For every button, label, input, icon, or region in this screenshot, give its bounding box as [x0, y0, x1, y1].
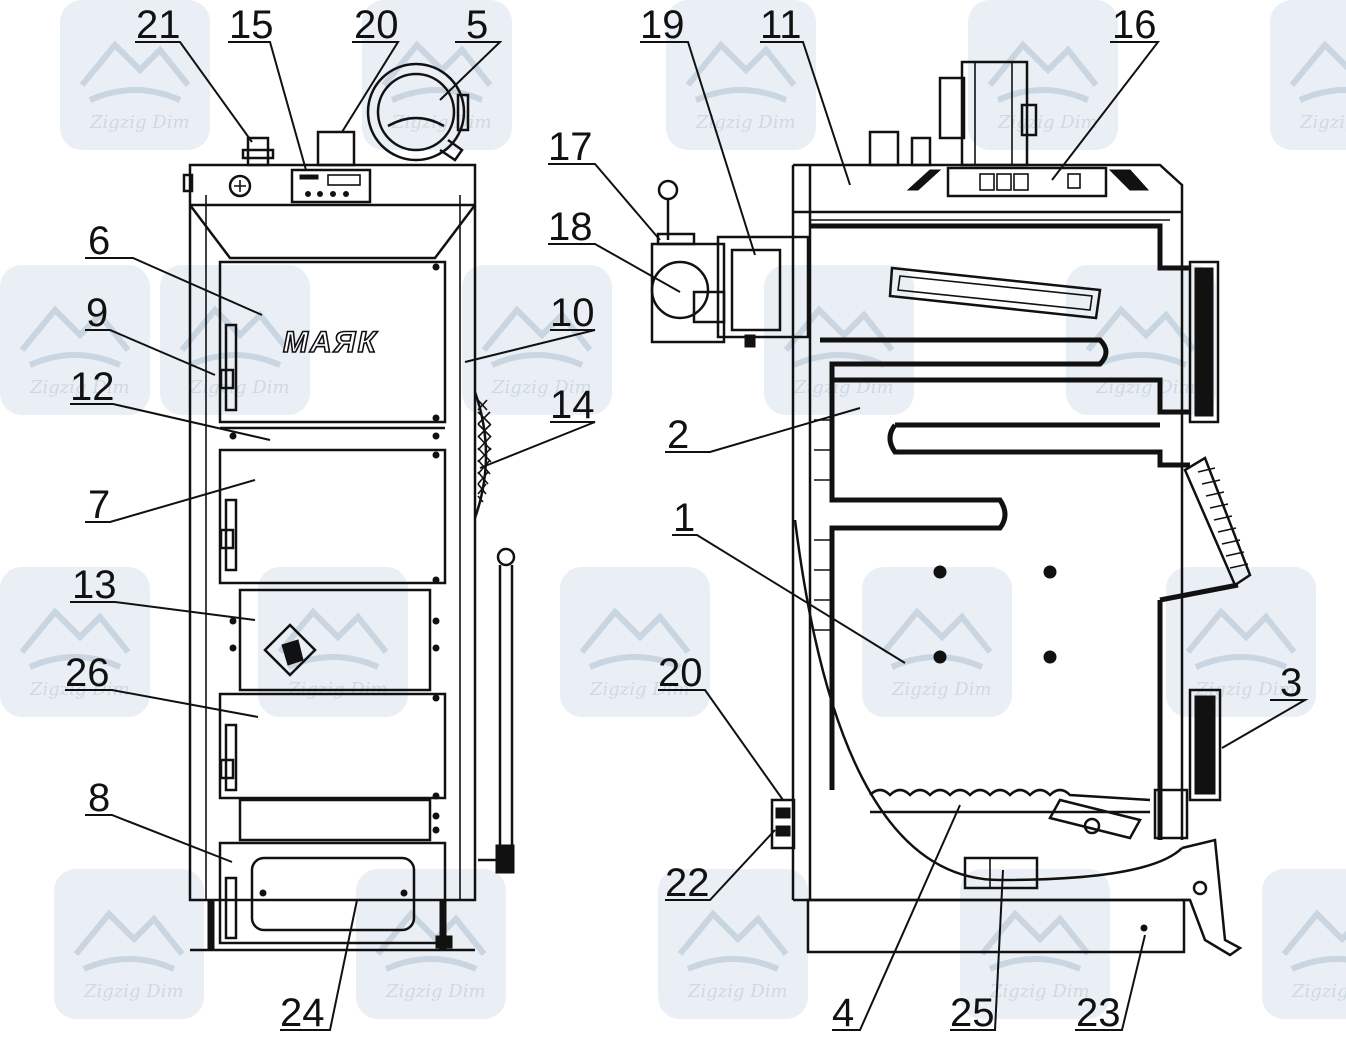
callout-12: 12 — [70, 365, 115, 409]
callout-20-side: 20 — [658, 651, 703, 695]
callout-1: 1 — [673, 496, 695, 540]
watermark-text: Zigzig Dim — [589, 679, 690, 700]
watermark-text: Zigzig Dim — [385, 981, 486, 1002]
callout-24: 24 — [280, 991, 325, 1035]
watermark-tile: Zigzig Dim — [0, 265, 150, 415]
callout-21: 21 — [136, 3, 181, 47]
watermark-tile: Zigzig Dim — [362, 0, 512, 150]
callout-16: 16 — [1112, 3, 1157, 47]
callout-5: 5 — [466, 3, 488, 47]
watermark-text: Zigzig Dim — [989, 981, 1090, 1002]
watermark-text: Zigzig Dim — [1291, 981, 1346, 1002]
watermark-text: Zigzig Dim — [83, 981, 184, 1002]
callout-13: 13 — [72, 563, 117, 607]
brand-plate: МАЯК — [283, 326, 379, 359]
callout-20-front: 20 — [354, 3, 399, 47]
watermark-tile: Zigzig Dim — [862, 567, 1012, 717]
watermark-tile: Zigzig Dim — [1262, 869, 1346, 1019]
callout-14: 14 — [550, 383, 595, 427]
callout-labels: 21 15 20 5 6 9 12 7 13 26 8 24 10 14 19 … — [65, 3, 1302, 1035]
callout-15: 15 — [229, 3, 274, 47]
callout-6: 6 — [88, 219, 110, 263]
watermark-text: Zigzig Dim — [687, 981, 788, 1002]
watermark-tile: Zigzig Dim — [258, 567, 408, 717]
callout-25: 25 — [950, 991, 995, 1035]
watermark-tile: Zigzig Dim — [60, 0, 210, 150]
callout-9: 9 — [86, 291, 108, 335]
watermark-text: Zigzig Dim — [491, 377, 592, 398]
callout-3: 3 — [1280, 661, 1302, 705]
callout-26: 26 — [65, 651, 110, 695]
callout-10: 10 — [550, 291, 595, 335]
watermark-text: Zigzig Dim — [89, 112, 190, 133]
callout-4: 4 — [832, 991, 854, 1035]
callout-2: 2 — [667, 413, 689, 457]
callout-17: 17 — [548, 125, 593, 169]
watermark-tile: Zigzig Dim — [658, 869, 808, 1019]
watermark-text: Zigzig Dim — [695, 112, 796, 133]
callout-23: 23 — [1076, 991, 1121, 1035]
callout-7: 7 — [88, 483, 110, 527]
watermark-text: Zigzig Dim — [189, 377, 290, 398]
watermark-text: Zigzig Dim — [29, 377, 130, 398]
watermark-tile: Zigzig Dim — [462, 265, 612, 415]
side-view — [650, 60, 1252, 957]
watermark-text: Zigzig Dim — [1299, 112, 1346, 133]
front-view: МАЯК — [182, 62, 516, 952]
watermark-tile: Zigzig Dim — [560, 567, 710, 717]
callout-11: 11 — [760, 3, 802, 47]
callout-18: 18 — [548, 205, 593, 249]
watermark-tile: Zigzig Dim — [1270, 0, 1346, 150]
callout-8: 8 — [88, 776, 110, 820]
callout-leaders — [65, 41, 1309, 1031]
callout-19: 19 — [640, 3, 685, 47]
watermark-text: Zigzig Dim — [891, 679, 992, 700]
callout-22: 22 — [665, 861, 710, 905]
watermark-text: Zigzig Dim — [391, 112, 492, 133]
watermark-tile: Zigzig Dim — [54, 869, 204, 1019]
watermark-tile: Zigzig Dim — [968, 0, 1118, 150]
